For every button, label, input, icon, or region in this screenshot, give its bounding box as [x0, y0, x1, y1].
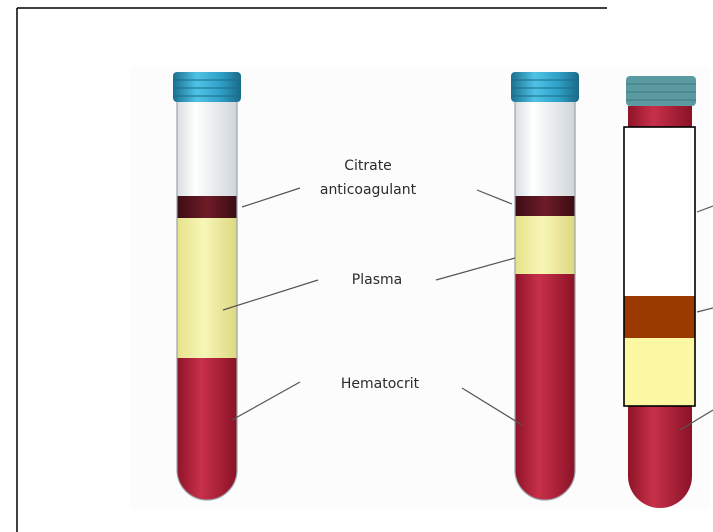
tube-middle-air: [515, 102, 575, 196]
tube-left-cap: [173, 72, 241, 102]
overlay-white-segment: [624, 127, 695, 297]
tube-left-plasma-layer: [177, 218, 237, 358]
tube-right-cap: [626, 76, 696, 106]
tube-left: [173, 72, 241, 500]
tube-middle-plasma-layer: [515, 216, 575, 274]
tube-middle: [511, 72, 579, 500]
label-plasma: Plasma: [352, 272, 402, 288]
tube-middle-hematocrit-layer: [515, 274, 575, 500]
tube-left-air: [177, 102, 237, 196]
tube-left-citrate-layer: [177, 196, 237, 218]
tube-middle-cap: [511, 72, 579, 102]
label-hematocrit: Hematocrit: [341, 376, 420, 392]
overlay-brown-segment: [624, 296, 695, 338]
tube-middle-citrate-layer: [515, 196, 575, 216]
label-citrate-line2: anticoagulant: [320, 182, 417, 198]
label-citrate-line1: Citrate: [344, 158, 392, 174]
overlay-box: [624, 127, 695, 406]
tube-left-hematocrit-layer: [177, 358, 237, 500]
overlay-yellow-segment: [624, 338, 695, 406]
